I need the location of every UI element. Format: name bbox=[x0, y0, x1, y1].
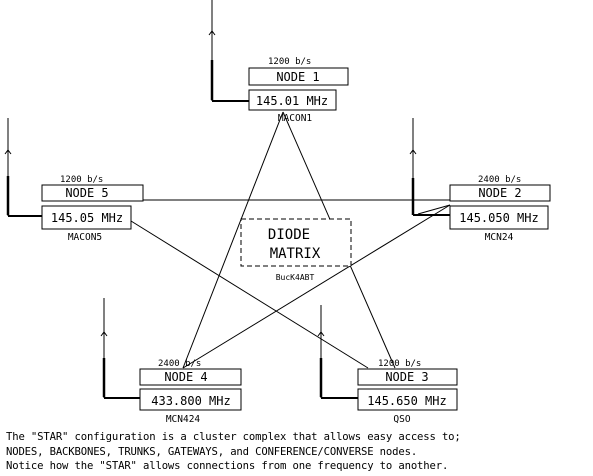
ant-link-node2 bbox=[417, 204, 451, 215]
node-5-name-box bbox=[41, 184, 144, 202]
node-3: 1200 b/s NODE 3 145.650 MHz QSO bbox=[317, 305, 458, 425]
star-connections bbox=[130, 111, 451, 369]
node-4-callsign: MCN424 bbox=[166, 414, 201, 425]
node-5-freq-box bbox=[41, 205, 132, 230]
node-5-freq: 145.05 MHz bbox=[51, 211, 123, 225]
node-4-freq: 433.800 MHz bbox=[151, 394, 230, 408]
diode-matrix-box bbox=[240, 218, 352, 267]
node-4-rate: 2400 b/s bbox=[158, 359, 201, 369]
node-4: 2400 b/s NODE 4 433.800 MHz MCN424 bbox=[100, 298, 242, 425]
caption-line-2: NODES, BACKBONES, TRUNKS, GATEWAYS, and … bbox=[6, 445, 418, 458]
node-2-rate: 2400 b/s bbox=[478, 175, 521, 185]
node-2-name-box bbox=[449, 184, 551, 202]
antenna-icon bbox=[317, 305, 358, 399]
node-1-freq: 145.01 MHz bbox=[256, 94, 328, 108]
node-3-name-box bbox=[357, 368, 458, 386]
node-1-rate: 1200 b/s bbox=[268, 57, 311, 67]
node-2-freq-box bbox=[449, 205, 549, 230]
diode-matrix-credit: BucK4ABT bbox=[276, 273, 315, 282]
node-1-name: NODE 1 bbox=[276, 70, 319, 84]
antenna-icon bbox=[4, 118, 42, 217]
node-5-rate: 1200 b/s bbox=[60, 175, 103, 185]
link-node2-node4 bbox=[182, 204, 451, 369]
caption-line-3: Notice how the "STAR" allows connections… bbox=[6, 460, 449, 472]
node-1-freq-box bbox=[248, 89, 337, 111]
caption: The "STAR" configuration is a cluster co… bbox=[6, 430, 592, 474]
link-node5-node3 bbox=[130, 220, 369, 369]
link-node1-node4 bbox=[182, 111, 284, 369]
node-2: 2400 b/s NODE 2 145.050 MHz MCN24 bbox=[409, 118, 551, 243]
node-4-name: NODE 4 bbox=[164, 370, 207, 384]
diode-matrix-line2: MATRIX bbox=[270, 246, 321, 262]
diode-matrix: DIODE MATRIX BucK4ABT bbox=[240, 218, 352, 282]
node-5-name: NODE 5 bbox=[65, 186, 108, 200]
node-1-name-box bbox=[248, 67, 349, 86]
star-network-diagram: DIODE MATRIX BucK4ABT 1200 b/s NODE 1 14… bbox=[4, 0, 551, 425]
node-4-freq-box bbox=[139, 388, 242, 411]
node-1: 1200 b/s NODE 1 145.01 MHz MACON1 bbox=[208, 0, 349, 124]
node-5-callsign: MACON5 bbox=[68, 232, 102, 243]
node-5: 1200 b/s NODE 5 145.05 MHz MACON5 bbox=[4, 118, 144, 243]
diode-matrix-line1: DIODE bbox=[268, 227, 310, 243]
antenna-icon bbox=[100, 298, 140, 399]
node-2-callsign: MCN24 bbox=[485, 232, 514, 243]
antenna-icon bbox=[208, 0, 249, 102]
node-3-callsign: QSO bbox=[393, 414, 410, 425]
node-3-rate: 1200 b/s bbox=[378, 359, 421, 369]
node-1-callsign: MACON1 bbox=[278, 113, 313, 124]
node-2-name: NODE 2 bbox=[478, 186, 521, 200]
antenna-icon bbox=[409, 118, 450, 216]
node-3-name: NODE 3 bbox=[385, 370, 428, 384]
node-3-freq: 145.650 MHz bbox=[367, 394, 446, 408]
node-4-name-box bbox=[139, 368, 242, 386]
node-3-freq-box bbox=[357, 388, 458, 411]
node-2-freq: 145.050 MHz bbox=[459, 211, 538, 225]
caption-line-1: The "STAR" configuration is a cluster co… bbox=[6, 431, 461, 443]
